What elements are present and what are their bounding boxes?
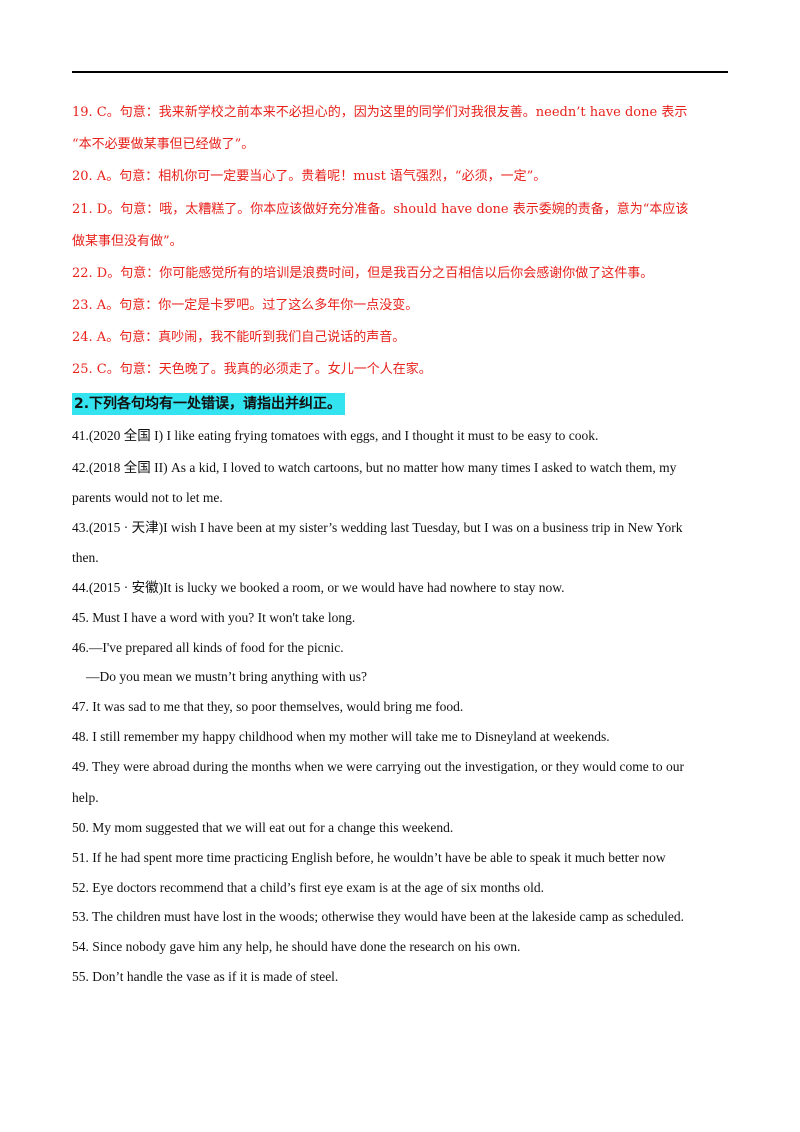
- answer-19-line-1: 19. C。句意：我来新学校之前本来不必担心的，因为这里的同学们对我很友善。ne…: [72, 105, 688, 120]
- exercise-50: 50. My mom suggested that we will eat ou…: [72, 820, 454, 835]
- exercise-45: 45. Must I have a word with you? It won'…: [72, 610, 356, 625]
- exercise-48: 48. I still remember my happy childhood …: [72, 729, 610, 744]
- answer-23: 23. A。句意：你一定是卡罗吧。过了这么多年你一点没变。: [72, 298, 419, 313]
- exercise-49-line-1: 49. They were abroad during the months w…: [72, 759, 684, 774]
- exercise-43-line-1: 43.(2015 · 天津)I wish I have been at my s…: [72, 520, 683, 535]
- exercise-42-line-1: 42.(2018 全国 II) As a kid, I loved to wat…: [72, 460, 677, 475]
- answer-25: 25. C。句意：天色晚了。我真的必须走了。女儿一个人在家。: [72, 362, 432, 377]
- exercise-41: 41.(2020 全国 I) I like eating frying toma…: [72, 428, 599, 443]
- answer-20: 20. A。句意：相机你可一定要当心了。贵着呢！must 语气强烈，“必须，一定…: [72, 169, 547, 184]
- exercise-54: 54. Since nobody gave him any help, he s…: [72, 939, 521, 954]
- answer-19-line-2: “本不必要做某事但已经做了”。: [72, 137, 255, 152]
- answer-22: 22. D。句意：你可能感觉所有的培训是浪费时间，但是我百分之百相信以后你会感谢…: [72, 266, 654, 281]
- exercise-43-line-2: then.: [72, 550, 99, 565]
- exercise-46-line-2: —Do you mean we mustn’t bring anything w…: [86, 669, 367, 684]
- answer-24: 24. A。句意：真吵闹，我不能听到我们自己说话的声音。: [72, 330, 406, 345]
- exercise-46-line-1: 46.—I've prepared all kinds of food for …: [72, 640, 344, 655]
- exercise-44: 44.(2015 · 安徽)It is lucky we booked a ro…: [72, 580, 565, 595]
- exercise-49-line-2: help.: [72, 790, 99, 805]
- answer-21-line-1: 21. D。句意：哦，太糟糕了。你本应该做好充分准备。should have d…: [72, 202, 689, 217]
- exercise-52: 52. Eye doctors recommend that a child’s…: [72, 880, 545, 895]
- exercise-55: 55. Don’t handle the vase as if it is ma…: [72, 969, 339, 984]
- exercise-51: 51. If he had spent more time practicing…: [72, 850, 666, 865]
- exercise-53: 53. The children must have lost in the w…: [72, 909, 684, 924]
- answer-21-line-2: 做某事但没有做”。: [72, 234, 183, 249]
- exercise-42-line-2: parents would not to let me.: [72, 490, 223, 505]
- header-rule: [72, 71, 728, 73]
- section-heading: 2.下列各句均有一处错误，请指出并纠正。: [72, 393, 346, 415]
- exercise-47: 47. It was sad to me that they, so poor …: [72, 699, 464, 714]
